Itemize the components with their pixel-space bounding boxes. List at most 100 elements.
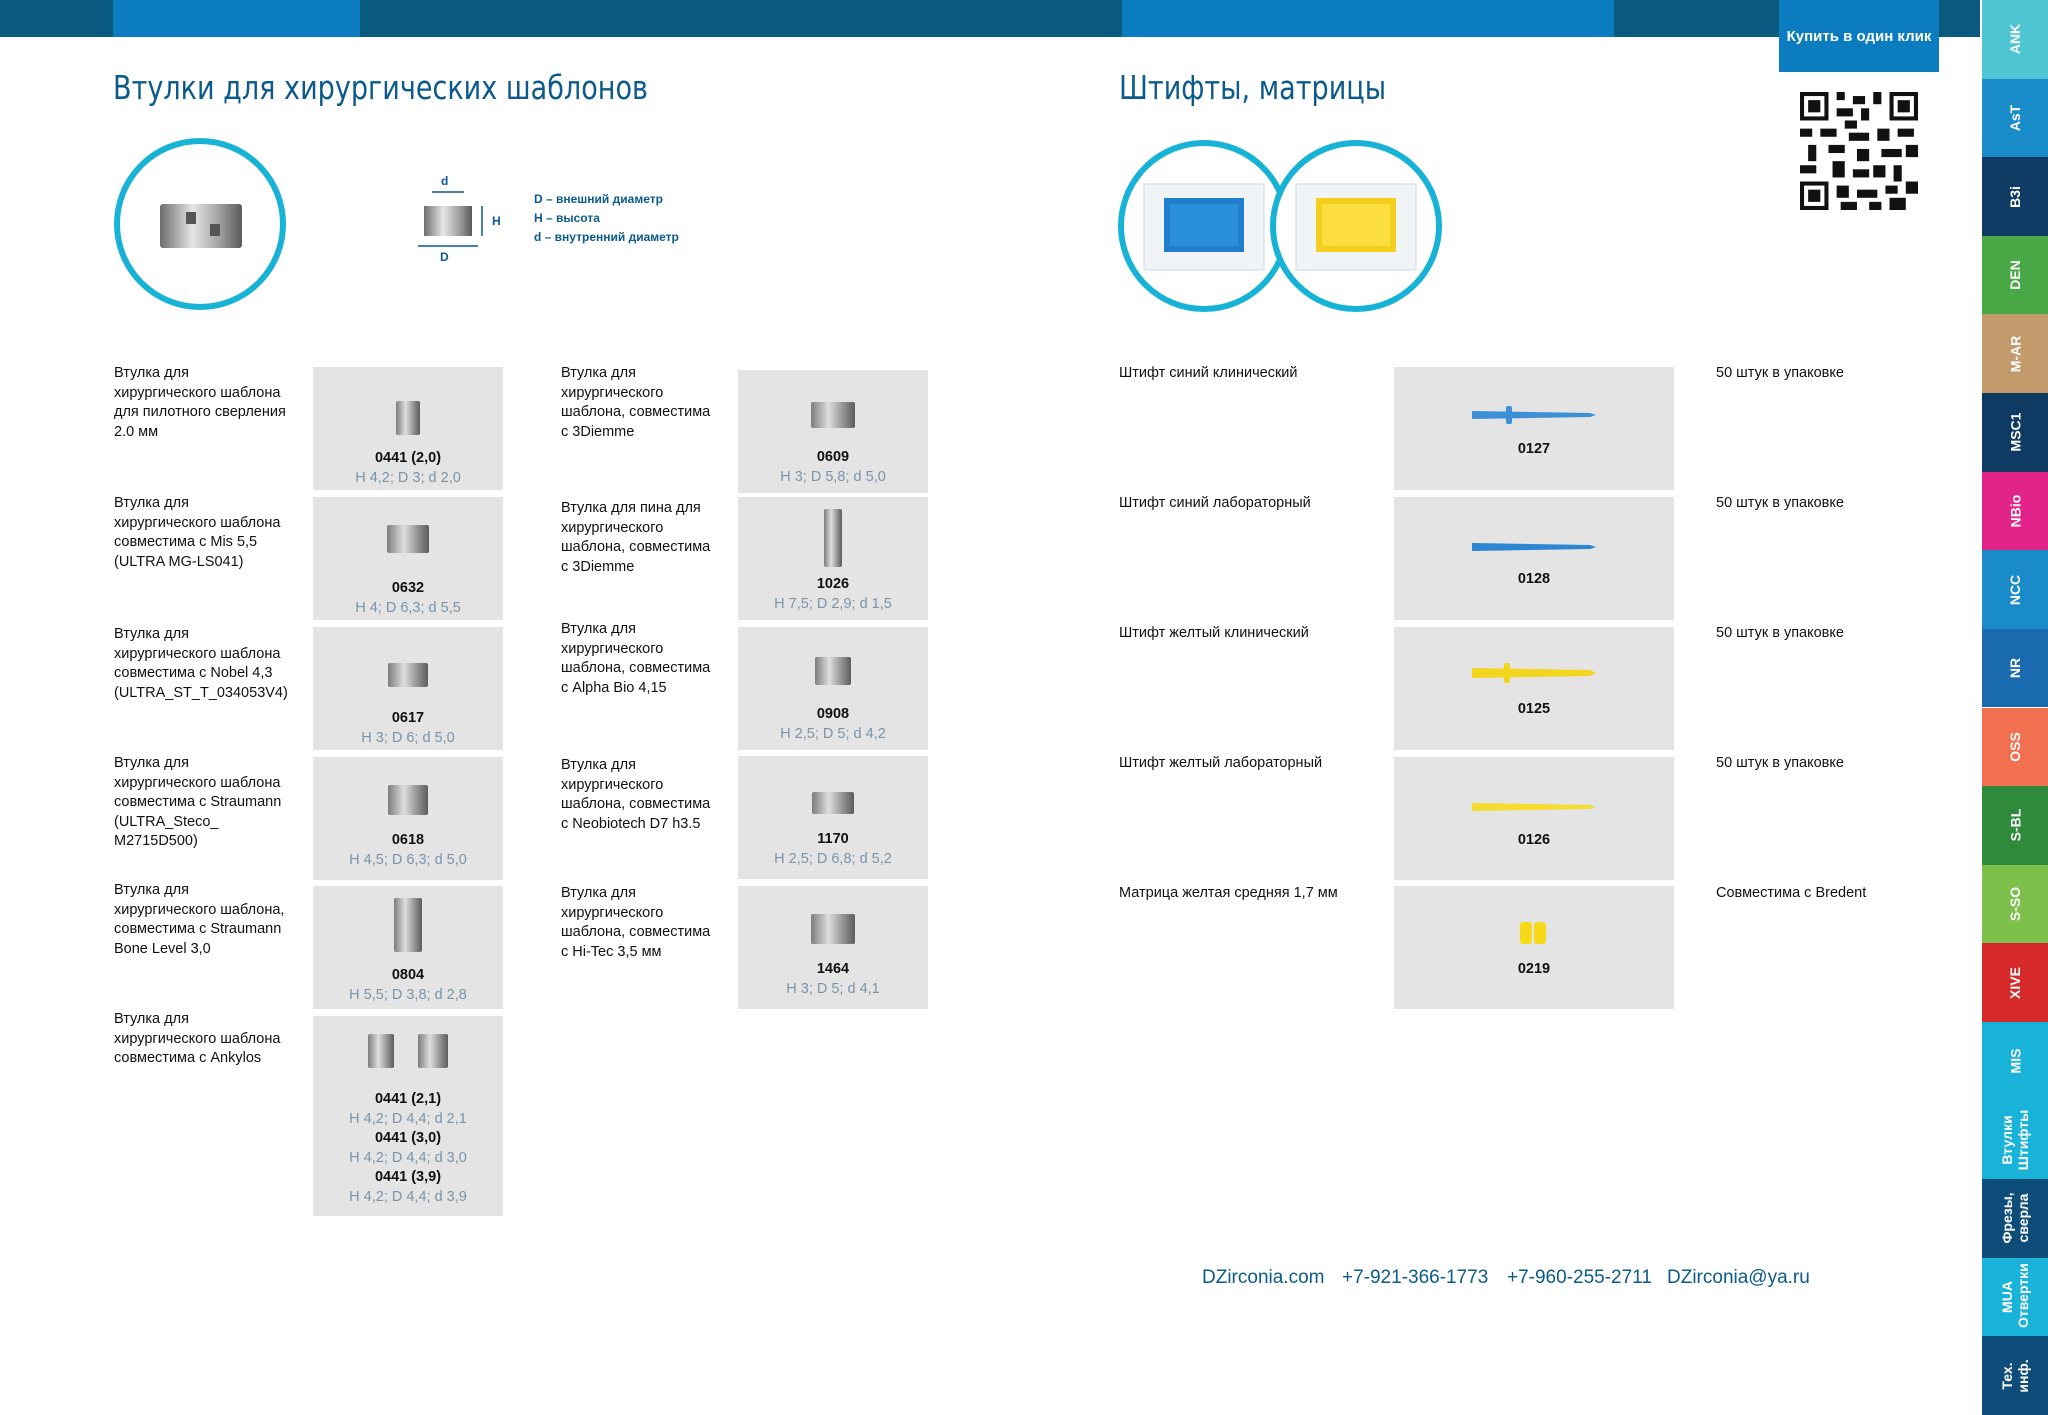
sleeve-desc: Втулка для хирургического шаблона, совме… [561,365,711,440]
product-card[interactable]: 1464 H 3; D 5; d 4,1 [738,886,928,1009]
product-card[interactable]: 0127 [1394,367,1674,490]
side-tab-label: ANK [2007,24,2023,55]
blue-clinical-pin-image [1472,406,1596,424]
side-tab[interactable]: DEN [1982,235,2048,315]
sleeve-image [387,525,429,553]
top-bar-segment [113,0,360,37]
side-tab-label: Фрезы, сверла [1999,1192,2031,1244]
blue-lab-pin-image [1472,543,1596,551]
product-card[interactable]: 1170 H 2,5; D 6,8; d 5,2 [738,756,928,879]
side-tab-label: MUA Отвертки [1999,1263,2031,1329]
sleeve-image [368,1034,394,1068]
side-tab[interactable]: AsT [1982,78,2048,158]
side-tab[interactable]: MIS [1982,1021,2048,1101]
diagram-legend: D – внешний диаметр H – высота d – внутр… [534,190,679,247]
pin-desc: Матрица желтая средняя 1,7 мм [1119,885,1338,901]
qr-code-icon[interactable] [1800,92,1918,210]
side-tab[interactable]: Втулки Штифты [1982,1100,2048,1180]
product-code: 1026 [816,576,850,592]
product-card[interactable]: 1026 H 7,5; D 2,9; d 1,5 [738,497,928,620]
side-tab-label: NCC [2007,574,2023,605]
product-dims: H 4,2; D 3; d 2,0 [355,470,461,486]
product-dims: H 3; D 5; d 4,1 [786,981,880,997]
product-dims: H 3; D 6; d 5,0 [361,730,455,746]
side-tab-label: XIVE [2007,966,2023,999]
side-tab[interactable]: B3i [1982,157,2048,236]
sleeve-image [418,1034,448,1068]
footer-site-link[interactable]: DZirconia.com [1202,1267,1325,1288]
side-tab-label: M-AR [2006,335,2023,373]
side-tab[interactable]: Тех. инф. [1982,1336,2048,1415]
product-card[interactable]: 0609 H 3; D 5,8; d 5,0 [738,370,928,493]
product-code: 0618 [391,832,425,848]
product-card[interactable]: 0908 H 2,5; D 5; d 4,2 [738,627,928,750]
section-title-pins: Штифты, матрицы [1119,68,1387,107]
legend-height: H – высота [534,211,600,225]
side-tab-label: AsT [2006,104,2023,132]
side-tab-label: MSC1 [2007,412,2023,452]
legend-outer-diameter: D – внешний диаметр [534,192,663,206]
footer-phone2[interactable]: +7-960-255-2711 [1507,1267,1652,1288]
product-code: 0441 (2,0) [374,450,442,466]
section-title-sleeves: Втулки для хирургических шаблонов [113,68,648,107]
side-tab[interactable]: S-SO [1982,864,2048,944]
product-card[interactable]: 0441 (2,0) H 4,2; D 3; d 2,0 [313,367,503,490]
product-dims: H 4,5; D 6,3; d 5,0 [349,852,467,868]
side-tab[interactable]: NBio [1982,471,2048,551]
pin-desc: Штифт синий лабораторный [1119,495,1311,511]
pin-note: 50 штук в упаковке [1716,625,1844,641]
sleeve-desc: Втулка для хирургического шаблона совмес… [114,755,282,849]
yellow-matrix-image [1520,922,1546,944]
product-card[interactable]: 0632 H 4; D 6,3; d 5,5 [313,497,503,620]
pins-blue-photo-circle [1118,140,1290,312]
sleeve-desc: Втулка для пина для хирургического шабло… [561,500,711,575]
product-card[interactable]: 0128 [1394,497,1674,620]
product-card[interactable]: 0125 [1394,627,1674,750]
side-tab[interactable]: ANK [1982,0,2048,79]
pin-note: 50 штук в упаковке [1716,365,1844,381]
side-tab[interactable]: OSS [1982,707,2048,787]
product-code: 0609 [816,449,850,465]
product-code: 0128 [1517,571,1551,587]
side-tab[interactable]: XIVE [1982,943,2048,1022]
product-dims: H 2,5; D 6,8; d 5,2 [774,851,892,867]
product-code: 1464 [816,961,850,977]
product-code: 0441 (2,1) [374,1091,442,1107]
sleeve-desc: Втулка для хирургического шаблона совмес… [114,626,288,701]
product-card[interactable]: 0618 H 4,5; D 6,3; d 5,0 [313,757,503,880]
footer-email-link[interactable]: DZirconia@ya.ru [1667,1267,1810,1288]
side-tab-label: NR [2006,658,2023,679]
product-dims: H 4,2; D 4,4; d 3,0 [349,1150,467,1166]
product-card[interactable]: 0441 (2,1) H 4,2; D 4,4; d 2,1 0441 (3,0… [313,1016,503,1216]
yellow-lab-pin-image [1472,803,1596,811]
side-tab[interactable]: Фрезы, сверла [1982,1179,2048,1258]
product-card[interactable]: 0219 [1394,886,1674,1009]
sleeve-image [811,914,855,944]
sleeve-image [394,898,422,952]
sleeve-diagram-icon: d H D [412,170,512,266]
product-code: 0126 [1517,832,1551,848]
product-card[interactable]: 0126 [1394,757,1674,880]
side-tab[interactable]: MUA Отвертки [1982,1257,2048,1337]
sleeve-desc: Втулка для хирургического шаблона для пи… [114,365,286,440]
yellow-clinical-pin-image [1472,663,1596,683]
side-tab-label: DEN [2007,260,2023,290]
side-tab-label: S-BL [2006,809,2023,842]
side-tab-label: B3i [2006,185,2023,208]
sleeve-desc: Втулка для хирургического шаблона совмес… [114,495,281,570]
side-tab[interactable]: S-BL [1982,786,2048,865]
sleeve-image-pair [313,1034,503,1068]
buy-one-click-button[interactable]: Купить в один клик [1779,0,1939,72]
pin-desc: Штифт желтый клинический [1119,625,1309,641]
legend-inner-diameter: d – внутренний диаметр [534,230,679,244]
sleeve-image [815,657,851,685]
top-bar-segment [1122,0,1614,37]
side-tab[interactable]: MSC1 [1982,393,2048,472]
side-tab[interactable]: M-AR [1982,314,2048,394]
footer-phone1[interactable]: +7-921-366-1773 [1342,1267,1489,1288]
side-tab[interactable]: NCC [1982,550,2048,629]
product-card[interactable]: 0617 H 3; D 6; d 5,0 [313,627,503,750]
side-tab[interactable]: NR [1982,628,2048,708]
sleeve-image [396,401,420,435]
product-card[interactable]: 0804 H 5,5; D 3,8; d 2,8 [313,886,503,1009]
